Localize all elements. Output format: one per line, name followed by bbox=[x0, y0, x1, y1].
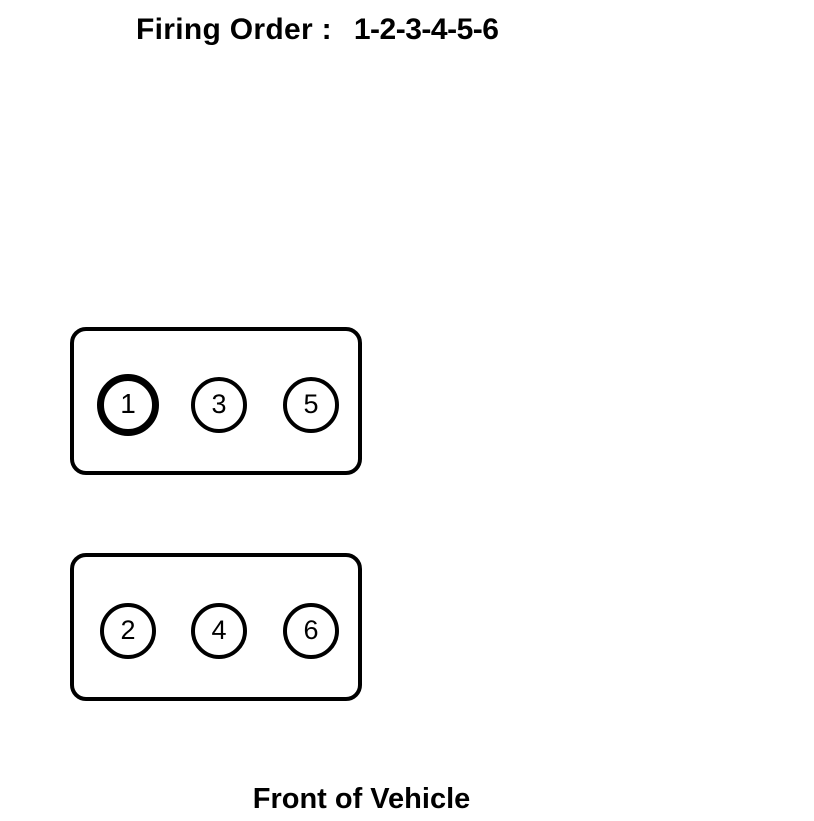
cylinder-number-label: 1 bbox=[120, 388, 136, 419]
engine-bank-bottom: 2 4 6 bbox=[70, 553, 362, 701]
cylinder-1[interactable]: 1 bbox=[97, 374, 159, 436]
cylinder-5[interactable]: 5 bbox=[283, 377, 339, 433]
cylinder-6[interactable]: 6 bbox=[283, 603, 339, 659]
cylinder-3[interactable]: 3 bbox=[191, 377, 247, 433]
cylinder-number-label: 6 bbox=[303, 614, 319, 645]
cylinder-number-label: 2 bbox=[120, 614, 136, 645]
cylinder-2[interactable]: 2 bbox=[100, 603, 156, 659]
cylinder-number-label: 5 bbox=[303, 388, 319, 419]
firing-order-title: Firing Order : 1-2-3-4-5-6 bbox=[136, 13, 499, 47]
cylinder-number-label: 4 bbox=[211, 614, 227, 645]
firing-order-label: Firing Order : bbox=[136, 13, 332, 46]
cylinder-4[interactable]: 4 bbox=[191, 603, 247, 659]
firing-order-sequence: 1-2-3-4-5-6 bbox=[353, 13, 499, 46]
front-of-vehicle-caption: Front of Vehicle bbox=[252, 783, 471, 815]
cylinder-number-label: 3 bbox=[211, 388, 227, 419]
engine-bank-top: 1 3 5 bbox=[70, 327, 362, 475]
